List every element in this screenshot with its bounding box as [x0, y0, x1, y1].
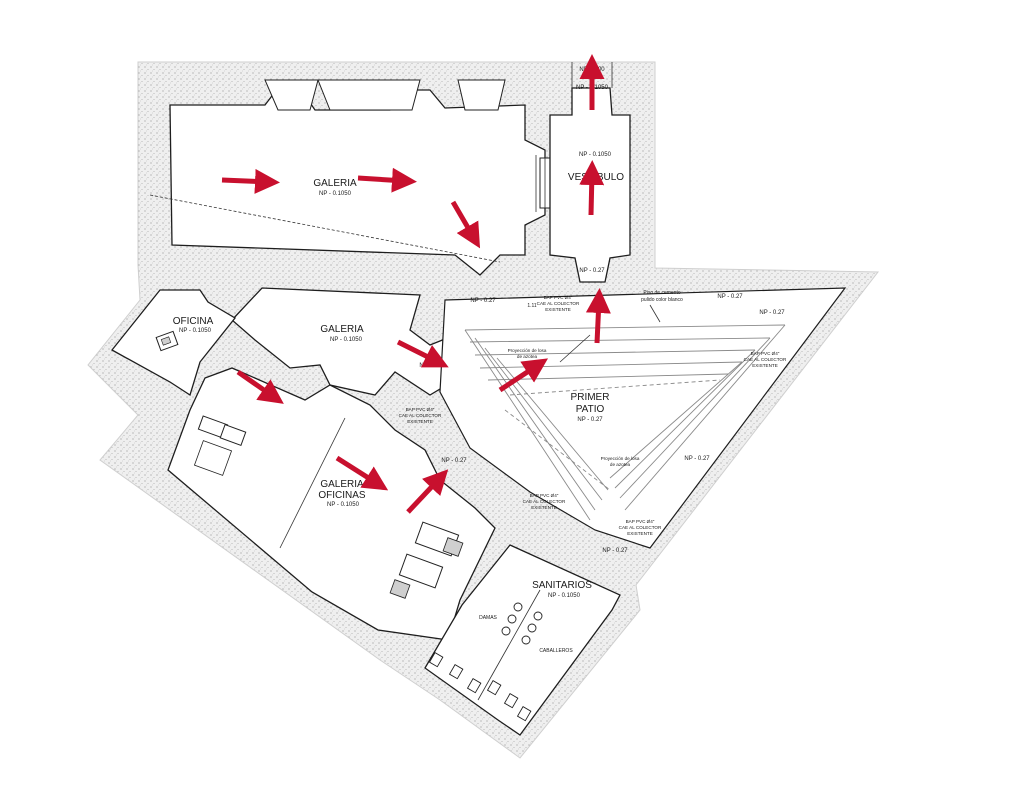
flow-arrow: [357, 167, 417, 193]
galeria-oficinas-level: NP - 0.1050: [327, 502, 360, 508]
proyeccion-note-2a: Proyección de losa: [601, 456, 640, 461]
primer-patio: [439, 287, 847, 549]
patio-nw-level: NP - 0.27: [470, 298, 496, 304]
galeria-oficinas-label-1: GALERIA: [320, 479, 364, 490]
top-wall-buttresses: [264, 79, 506, 111]
primer-patio-level: NP - 0.27: [577, 417, 603, 423]
flow-arrow: [585, 288, 611, 344]
proyeccion-note-1b: de azotea: [517, 354, 538, 359]
oficina-level: NP - 0.1050: [179, 328, 212, 334]
sanitarios-level: NP - 0.1050: [548, 593, 581, 599]
svg-text:BAP PVC Ø4": BAP PVC Ø4": [751, 351, 780, 356]
oficina-desk: [155, 330, 179, 352]
galeria-top-level: NP - 0.1050: [319, 191, 352, 197]
svg-text:EXISTENTE: EXISTENTE: [545, 307, 571, 312]
svg-text:EXISTENTE: EXISTENTE: [407, 419, 433, 424]
bap-note-3: BAP PVC Ø4" CAE AL COLECTOR EXISTENTE: [399, 407, 442, 424]
patio-n-level: NP - 0.27: [717, 294, 743, 300]
bap-note-5: BAP PVC Ø4" CAE AL COLECTOR EXISTENTE: [619, 519, 662, 536]
patio-ne-level: NP - 0.27: [759, 310, 785, 316]
svg-text:CAE AL COLECTOR: CAE AL COLECTOR: [523, 499, 566, 504]
patio-steps: [464, 324, 786, 521]
galeria-door-level: NP - 0.27: [441, 458, 467, 464]
damas-label: DAMAS: [479, 615, 497, 621]
projection-leader: [559, 334, 591, 363]
bap-note-2: BAP PVC Ø4" CAE AL COLECTOR EXISTENTE: [744, 351, 787, 368]
piso-note-2: pulido color blanco: [641, 297, 683, 303]
flow-arrow: [221, 168, 280, 194]
partition-line: [279, 417, 346, 549]
flow-arrow: [498, 358, 549, 393]
caballeros-label: CABALLEROS: [539, 648, 573, 654]
vestibulo-level: NP - 0.1050: [579, 152, 612, 158]
vestibulo-label: VESTIBULO: [568, 172, 624, 183]
svg-text:BAP PVC Ø4": BAP PVC Ø4": [530, 493, 559, 498]
svg-text:CAE AL COLECTOR: CAE AL COLECTOR: [619, 525, 662, 530]
bap-note-4: BAP PVC Ø4" CAE AL COLECTOR EXISTENTE: [523, 493, 566, 510]
hidden-line: [149, 194, 501, 263]
svg-text:BAP PVC Ø4": BAP PVC Ø4": [406, 407, 435, 412]
flow-arrow: [335, 455, 389, 491]
damas-fixtures: [428, 602, 523, 694]
svg-text:EXISTENTE: EXISTENTE: [752, 363, 778, 368]
bap-note-1: BAP PVC Ø4" CAE AL COLECTOR EXISTENTE: [537, 295, 580, 312]
galeria-mid-level: NP - 0.1050: [330, 337, 363, 343]
dimension-label: 1.11: [527, 303, 537, 309]
sanitarios-label: SANITARIOS: [532, 580, 592, 591]
flow-arrow: [450, 200, 481, 249]
svg-text:EXISTENTE: EXISTENTE: [627, 531, 653, 536]
galeria-top-label: GALERIA: [313, 178, 357, 189]
svg-text:BAP PVC Ø4": BAP PVC Ø4": [544, 295, 573, 300]
patio-w-level: NP - 0.27: [419, 363, 445, 369]
patio-e-level: NP - 0.27: [684, 456, 710, 462]
caballeros-fixtures: [486, 611, 543, 722]
piso-note-1: Piso de cemento: [643, 290, 680, 296]
piso-leader: [649, 304, 661, 323]
flow-arrow: [396, 339, 449, 368]
flow-arrow: [406, 469, 449, 514]
entrance-jambs: [571, 62, 613, 88]
flow-arrow: [236, 369, 284, 404]
galeria-oficinas-furniture: [193, 415, 464, 599]
primer-patio-label-1: PRIMER: [571, 392, 610, 403]
svg-text:EXISTENTE: EXISTENTE: [531, 505, 557, 510]
svg-text:CAE AL COLECTOR: CAE AL COLECTOR: [537, 301, 580, 306]
flow-arrows: [221, 53, 611, 514]
svg-text:BAP PVC Ø4": BAP PVC Ø4": [626, 519, 655, 524]
proyeccion-note-1a: Proyección de losa: [508, 348, 547, 353]
flow-arrow: [579, 160, 605, 216]
svg-text:CAE AL COLECTOR: CAE AL COLECTOR: [744, 357, 787, 362]
oficina-label: OFICINA: [173, 316, 214, 327]
vestibulo-door-level: NP - 0.27: [579, 268, 605, 274]
patio-s-level: NP - 0.27: [602, 548, 628, 554]
svg-text:CAE AL COLECTOR: CAE AL COLECTOR: [399, 413, 442, 418]
proyeccion-note-2b: de azotea: [610, 462, 631, 467]
galeria-mid-label: GALERIA: [320, 324, 364, 335]
galeria-oficinas-label-2: OFICINAS: [318, 490, 366, 501]
primer-patio-label-2: PATIO: [576, 404, 605, 415]
sanitarios-partition: [477, 589, 541, 701]
galeria-mid-room: [231, 287, 456, 396]
